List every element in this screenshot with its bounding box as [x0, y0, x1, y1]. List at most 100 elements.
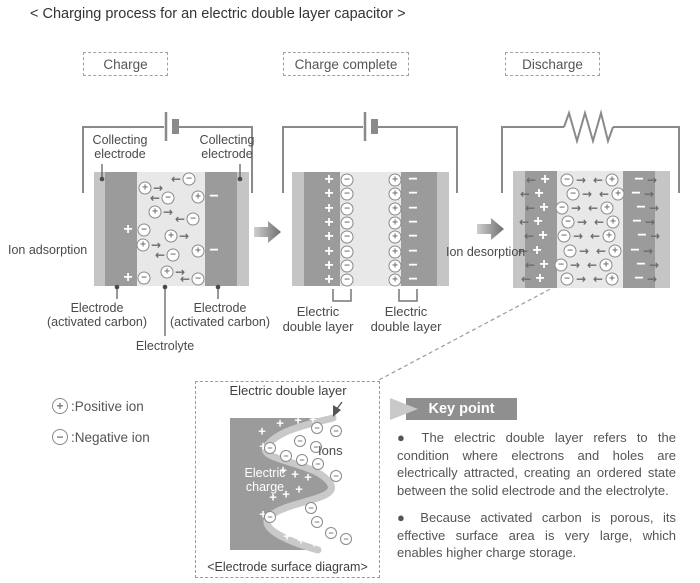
- stage-label-discharge: Discharge: [505, 52, 600, 76]
- arrow-right-icon: →: [150, 238, 162, 252]
- positive-ion: +: [388, 230, 402, 244]
- negative-ion: −: [561, 215, 575, 229]
- electrode-minus-sign: −: [630, 242, 640, 259]
- negative-ion: −: [340, 533, 352, 545]
- negative-ion: −: [186, 212, 200, 226]
- key-point-title: Key point: [428, 401, 495, 417]
- positive-ion: +: [600, 201, 614, 215]
- negative-ion: −: [137, 271, 151, 285]
- negative-ion: −: [340, 187, 354, 201]
- stage-arrow-icon: [254, 221, 281, 243]
- negative-ion: −: [325, 527, 337, 539]
- positive-ion: +: [605, 272, 619, 286]
- arrow-right-icon: →: [162, 205, 174, 219]
- arrow-left-icon: ←: [520, 272, 532, 286]
- electric-charge-plus-sign: +: [276, 415, 284, 431]
- negative-ion: −: [554, 258, 568, 272]
- negative-ion: −: [563, 244, 577, 258]
- arrow-right-icon: →: [643, 187, 655, 201]
- electrode-minus-sign: −: [408, 185, 418, 202]
- arrow-right-icon: →: [575, 272, 587, 286]
- arrow-left-icon: ←: [587, 201, 599, 215]
- key-point-bullet: ● The electric double layer refers to th…: [397, 430, 676, 498]
- stage-label-charge-complete-text: Charge complete: [294, 56, 398, 72]
- electrode-plus-sign: +: [324, 271, 334, 288]
- double-layer-brackets: [332, 289, 418, 302]
- electrode-plus-sign: +: [534, 185, 544, 202]
- electrode-plus-sign: +: [324, 185, 334, 202]
- electric-charge-plus-sign: +: [310, 535, 318, 551]
- label-ion-desorption: Ion desorption: [446, 245, 526, 259]
- negative-ion: −: [555, 201, 569, 215]
- positive-ion: +: [160, 265, 174, 279]
- electrode-plus-sign: +: [123, 221, 133, 238]
- negative-ion: −: [340, 230, 354, 244]
- electrode-plus-sign: +: [324, 257, 334, 274]
- negative-ion: −: [264, 442, 276, 454]
- inset-ions-label: Ions: [318, 443, 343, 458]
- arrow-right-icon: →: [648, 201, 660, 215]
- arrow-right-icon: →: [569, 258, 581, 272]
- electrode-plus-sign: +: [324, 200, 334, 217]
- arrow-right-icon: →: [178, 229, 190, 243]
- arrow-left-icon: ←: [595, 244, 607, 258]
- electrode-minus-sign: −: [634, 270, 644, 287]
- key-point-banner: Key point: [406, 398, 517, 420]
- arrow-right-icon: →: [576, 215, 588, 229]
- page-title: < Charging process for an electric doubl…: [30, 6, 406, 22]
- arrow-left-icon: ←: [592, 272, 604, 286]
- legend-positive-label: :Positive ion: [71, 398, 144, 414]
- legend-negative-label: :Negative ion: [71, 429, 150, 445]
- negative-ion: −: [166, 248, 180, 262]
- negative-ion: −: [311, 422, 323, 434]
- electric-charge-plus-sign: +: [291, 466, 299, 482]
- arrow-left-icon: ←: [523, 229, 535, 243]
- arrow-left-icon: ←: [524, 201, 536, 215]
- label-ion-adsorption: Ion adsorption: [8, 243, 88, 257]
- positive-ion: +: [608, 244, 622, 258]
- positive-ion: +: [191, 190, 205, 204]
- positive-ion: +: [388, 216, 402, 230]
- negative-ion: −: [557, 229, 571, 243]
- electrode-plus-sign: +: [535, 270, 545, 287]
- legend-negative-ion: − :Negative ion: [52, 429, 150, 445]
- collector-strip: [292, 172, 304, 286]
- electrode-minus-sign: −: [209, 242, 219, 259]
- electrode-minus-sign: −: [636, 256, 646, 273]
- positive-ion: +: [388, 173, 402, 187]
- negative-ion: −: [280, 450, 292, 462]
- inset-title: Electric double layer: [229, 383, 347, 398]
- stage-arrow-icon: [477, 218, 504, 240]
- label-electrolyte: Electrolyte: [135, 339, 195, 353]
- negative-ion: −: [560, 173, 574, 187]
- electrode-minus-sign: −: [632, 213, 642, 230]
- negative-ion: −: [294, 435, 306, 447]
- electric-charge-plus-sign: +: [304, 469, 312, 485]
- arrow-left-icon: ←: [518, 215, 530, 229]
- negative-ion: −: [566, 187, 580, 201]
- stage-label-charge-complete: Charge complete: [283, 52, 409, 76]
- electrode-minus-sign: −: [408, 257, 418, 274]
- arrow-left-icon: ←: [517, 244, 529, 258]
- collector-strip: [437, 172, 449, 286]
- positive-ion: +: [164, 229, 178, 243]
- electric-charge-plus-sign: +: [297, 532, 305, 548]
- electrode-strip: [304, 172, 340, 286]
- arrow-right-icon: →: [648, 258, 660, 272]
- arrow-right-icon: →: [570, 201, 582, 215]
- positive-ion: +: [602, 229, 616, 243]
- collector-strip: [655, 171, 670, 288]
- arrow-right-icon: →: [646, 272, 658, 286]
- arrow-left-icon: ←: [592, 173, 604, 187]
- negative-ion: −: [161, 191, 175, 205]
- stage-label-charge-text: Charge: [103, 56, 148, 72]
- key-point-bullet: ● Because activated carbon is porous, it…: [397, 510, 676, 560]
- arrow-left-icon: ←: [149, 191, 161, 205]
- arrow-left-icon: ←: [593, 215, 605, 229]
- negative-ion: −: [340, 259, 354, 273]
- arrow-left-icon: ←: [598, 187, 610, 201]
- electrode-minus-sign: −: [408, 214, 418, 231]
- positive-ion: +: [606, 215, 620, 229]
- label-double-layer-right: Electric double layer: [370, 304, 442, 334]
